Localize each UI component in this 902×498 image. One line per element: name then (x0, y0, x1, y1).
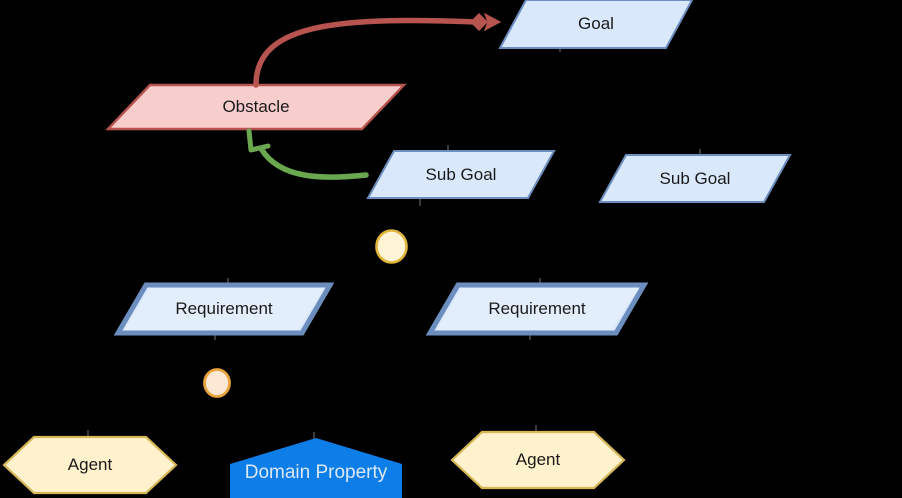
node-refinement-circle-lower[interactable] (203, 368, 231, 398)
node-refinement-circle-upper[interactable] (375, 229, 408, 264)
open-arrowhead (246, 128, 271, 153)
diamond-arrowhead (470, 13, 488, 31)
obstacle-shape (105, 83, 407, 131)
refinement-circle-lower-shape (203, 368, 231, 398)
domain-property-shape (230, 438, 402, 498)
agent-left-shape (2, 435, 178, 495)
goal-shape (498, 0, 694, 49)
sub-goal-left-shape (366, 150, 556, 199)
edge-resolution[interactable] (246, 128, 369, 180)
edge-obstruction[interactable] (253, 12, 502, 88)
obstruction-arrow-tip (483, 12, 502, 32)
agent-right-shape (450, 430, 626, 490)
refinement-circle-upper-shape (375, 229, 408, 264)
requirement-left-shape (113, 282, 335, 336)
requirement-right-shape (425, 282, 649, 336)
sub-goal-right-shape (598, 154, 792, 203)
